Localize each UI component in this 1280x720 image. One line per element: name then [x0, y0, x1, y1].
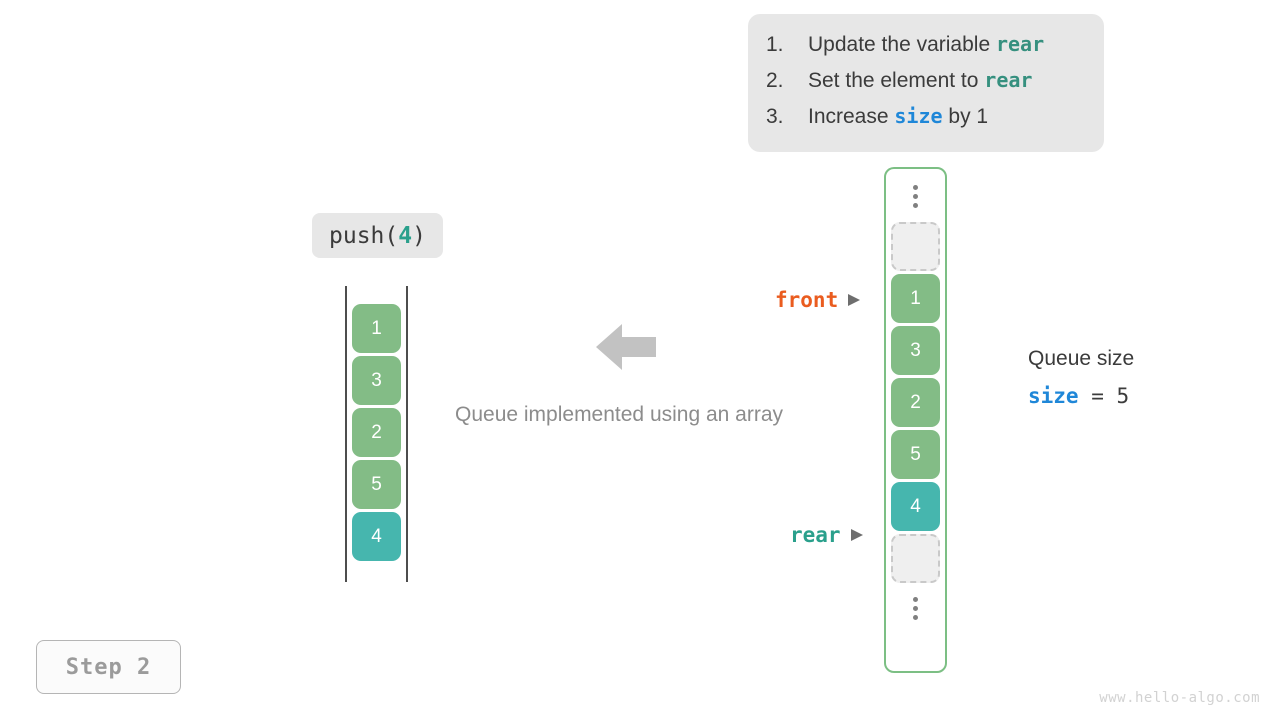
array-caption: Queue implemented using an array — [455, 403, 784, 426]
queue-cell-list: 1 3 2 5 4 — [352, 304, 401, 561]
rear-pointer-label: rear — [790, 523, 841, 547]
front-pointer: front — [775, 288, 861, 312]
queue-cell: 1 — [352, 304, 401, 353]
operation-close-paren: ) — [412, 222, 426, 249]
operation-name: push( — [329, 222, 399, 249]
instruction-index: 2. — [766, 69, 784, 92]
ellipsis-top-icon — [891, 174, 940, 219]
instruction-code-size: size — [894, 104, 943, 128]
queue-size-panel: Queue size size = 5 — [1028, 344, 1134, 409]
array-cell: 5 — [891, 430, 940, 479]
size-operator: = — [1078, 384, 1117, 408]
instruction-code-rear: rear — [984, 68, 1033, 92]
operation-argument: 4 — [398, 222, 413, 249]
instruction-code-rear: rear — [995, 32, 1045, 56]
array-cell-empty — [891, 534, 940, 583]
array-cell-list: 1 3 2 5 4 — [891, 174, 940, 631]
arrow-right-icon — [850, 529, 863, 541]
array-rail-right — [406, 286, 408, 582]
instruction-item-3: 3. Increase size by 1 — [766, 104, 1082, 140]
array-physical-view: 1 3 2 5 4 — [884, 167, 947, 673]
instruction-text: Increase — [808, 105, 895, 128]
array-cell: 3 — [891, 326, 940, 375]
instruction-text: Update the variable — [808, 33, 996, 56]
queue-size-expression: size = 5 — [1028, 383, 1134, 409]
instruction-panel: 1. Update the variable rear 2. Set the e… — [748, 14, 1104, 152]
array-cell: 1 — [891, 274, 940, 323]
instruction-text: Set the element to — [808, 69, 985, 92]
instruction-item-2: 2. Set the element to rear — [766, 68, 1082, 104]
operation-label: push(4) — [312, 213, 443, 258]
queue-cell: 5 — [352, 460, 401, 509]
instruction-index: 1. — [766, 33, 784, 56]
queue-cell: 3 — [352, 356, 401, 405]
step-badge: Step 2 — [36, 640, 181, 694]
size-variable-name: size — [1028, 384, 1079, 408]
instruction-text-post: by 1 — [942, 105, 989, 128]
array-cell-new: 4 — [891, 482, 940, 531]
rear-pointer: rear — [790, 523, 863, 547]
queue-conceptual-view: 1 3 2 5 4 — [345, 286, 408, 582]
ellipsis-bottom-icon — [891, 586, 940, 631]
array-cell-empty — [891, 222, 940, 271]
queue-cell: 2 — [352, 408, 401, 457]
left-arrow-icon — [596, 322, 656, 377]
queue-cell-new: 4 — [352, 512, 401, 561]
instruction-index: 3. — [766, 105, 784, 128]
arrow-right-icon — [848, 294, 861, 306]
instruction-item-1: 1. Update the variable rear — [766, 32, 1082, 68]
front-pointer-label: front — [775, 288, 839, 312]
array-rail-left — [345, 286, 347, 582]
array-cell: 2 — [891, 378, 940, 427]
queue-size-title: Queue size — [1028, 347, 1135, 370]
watermark: www.hello-algo.com — [1099, 690, 1260, 706]
size-value: 5 — [1116, 384, 1130, 408]
